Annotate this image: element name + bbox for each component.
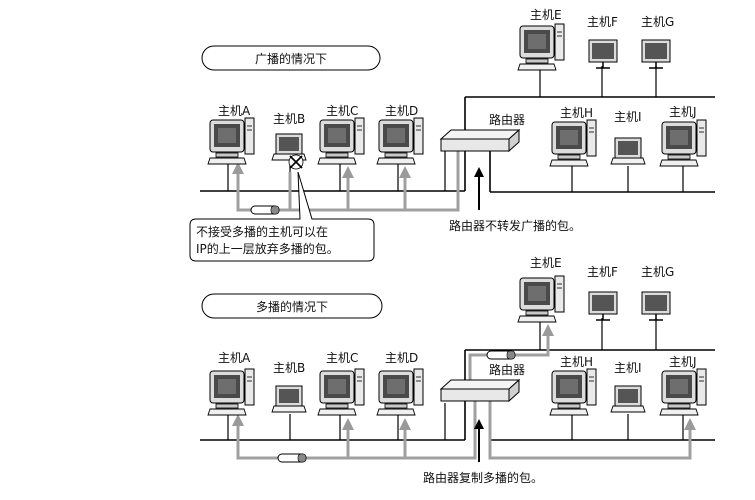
mc-host-b-computer — [271, 385, 307, 413]
host-f-computer — [588, 39, 618, 69]
discard-note-line2: IP的上一层放弃多播的包。 — [196, 241, 339, 256]
mc-host-a-label: 主机A — [218, 351, 251, 365]
mc-host-d-label: 主机D — [385, 351, 418, 365]
broadcast-packet — [250, 205, 280, 215]
mc-host-c-label: 主机C — [326, 351, 358, 365]
broadcast-packet-paths — [232, 150, 460, 212]
mc-host-f-computer — [588, 291, 618, 321]
mc-host-i-label: 主机I — [614, 361, 642, 375]
broadcast-title-pill: 广播的情况下 — [201, 45, 381, 71]
host-j-label: 主机J — [669, 105, 697, 119]
host-h-computer — [549, 119, 597, 167]
broadcast-router — [440, 129, 520, 152]
host-a-computer — [207, 117, 255, 165]
multicast-title-pill: 多播的情况下 — [201, 293, 383, 319]
multicast-router-label: 路由器 — [489, 362, 525, 377]
mc-host-e-computer — [517, 275, 565, 323]
multicast-packet-left — [277, 453, 307, 463]
multicast-packet-upper — [486, 350, 516, 360]
host-f-label: 主机F — [587, 15, 618, 29]
host-c-computer — [317, 117, 365, 165]
broadcast-scenario: 广播的情况下 — [189, 8, 715, 262]
host-i-computer — [610, 137, 646, 165]
mc-host-h-label: 主机H — [560, 355, 593, 369]
host-i-label: 主机I — [614, 110, 642, 124]
mc-host-c-computer — [317, 368, 365, 416]
multicast-router — [440, 379, 520, 402]
host-g-label: 主机G — [641, 15, 674, 29]
mc-host-g-label: 主机G — [641, 265, 674, 279]
multicast-router-note: 路由器复制多播的包。 — [423, 470, 543, 485]
discard-cross-icon — [288, 154, 304, 170]
mc-host-d-computer — [376, 368, 424, 416]
mc-host-j-computer — [659, 368, 707, 416]
broadcast-router-note: 路由器不转发广播的包。 — [449, 218, 581, 233]
mc-host-j-label: 主机J — [669, 355, 697, 369]
host-j-computer — [659, 119, 707, 167]
mc-host-e-label: 主机E — [530, 256, 562, 270]
mc-host-a-computer — [207, 368, 255, 416]
host-g-computer — [641, 39, 671, 69]
mc-host-f-label: 主机F — [587, 265, 618, 279]
multicast-title: 多播的情况下 — [256, 299, 328, 314]
mc-host-i-computer — [610, 385, 646, 413]
host-d-computer — [376, 117, 424, 165]
discard-note-line1: 不接受多播的主机可以在 — [196, 224, 328, 239]
mc-host-h-computer — [549, 368, 597, 416]
broadcast-title: 广播的情况下 — [255, 51, 327, 66]
multicast-scenario: 多播的情况下 — [200, 256, 715, 485]
mc-host-g-computer — [641, 291, 671, 321]
discard-callout: 不接受多播的主机可以在 IP的上一层放弃多播的包。 — [189, 171, 375, 262]
host-e-computer — [517, 23, 565, 71]
host-b-label: 主机B — [273, 112, 305, 126]
host-e-label: 主机E — [530, 8, 562, 22]
host-d-label: 主机D — [385, 104, 418, 118]
host-h-label: 主机H — [560, 106, 593, 120]
host-a-label: 主机A — [218, 104, 251, 118]
mc-host-b-label: 主机B — [273, 361, 305, 375]
broadcast-router-label: 路由器 — [489, 112, 525, 127]
host-c-label: 主机C — [326, 104, 358, 118]
